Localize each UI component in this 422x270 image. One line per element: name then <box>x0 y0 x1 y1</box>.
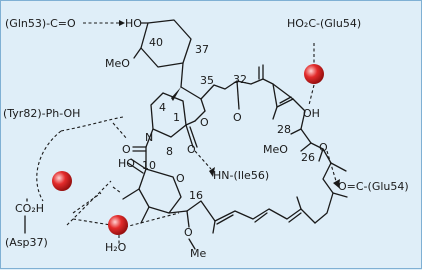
label-asp37: (Asp37) <box>5 236 48 249</box>
hydrogen-bonds <box>36 20 340 245</box>
label-num-26: 26 <box>301 151 315 164</box>
label-oc-glu54: O=C-(Glu54) <box>338 180 409 193</box>
label-meo-left: MeO <box>105 57 130 70</box>
label-meo-right: MeO <box>263 143 288 156</box>
pyran-ring <box>122 168 188 224</box>
label-co2h: CO₂H <box>15 202 44 215</box>
cyclohexyl-ring <box>133 19 192 101</box>
label-num-40: 40 <box>149 36 163 49</box>
label-o-pyran: O <box>176 172 185 185</box>
asp37-bonds <box>24 198 28 234</box>
label-ho-top: HO <box>125 17 142 30</box>
label-me16: Me <box>190 247 206 260</box>
label-glu54-top: HO₂C-(Glu54) <box>287 17 361 30</box>
label-num-16: 16 <box>189 189 203 202</box>
piperidine-ring <box>127 92 198 174</box>
macrocycle <box>180 64 348 250</box>
label-num-35: 35 <box>200 74 214 87</box>
label-tyr82: (Tyr82)-Ph-OH <box>3 107 80 120</box>
label-oh-right: OH <box>303 107 320 120</box>
label-hn-ile56: HN-(Ile56) <box>213 169 269 182</box>
label-gln53: (Gln53)-C=O <box>5 17 76 30</box>
label-n-atom: N <box>145 131 153 144</box>
labels: (Gln53)-C=O HO 40 37 MeO 35 32 HO₂C-(Glu… <box>3 17 409 260</box>
label-o-c26: O <box>319 141 328 154</box>
label-num-1: 1 <box>173 111 180 124</box>
water-sphere-top-right <box>304 64 324 84</box>
label-num-37: 37 <box>195 43 209 56</box>
label-num-8: 8 <box>166 145 173 158</box>
label-num-10: 10 <box>142 159 156 172</box>
label-ho-c10: HO <box>118 157 135 170</box>
water-sphere-left <box>52 171 72 191</box>
label-num-32: 32 <box>233 73 247 86</box>
label-o-ester: O <box>187 143 196 156</box>
water-spheres <box>52 64 324 235</box>
label-h2o: H₂O <box>105 241 127 254</box>
label-o-ester-ring: O <box>200 116 209 129</box>
label-o-me16: O <box>184 226 193 239</box>
label-num-4: 4 <box>159 101 166 114</box>
label-o-ketone-32: O <box>233 111 242 124</box>
water-sphere-bottom <box>108 215 128 235</box>
label-num-28: 28 <box>277 123 291 136</box>
label-o-c8: O <box>122 143 131 156</box>
